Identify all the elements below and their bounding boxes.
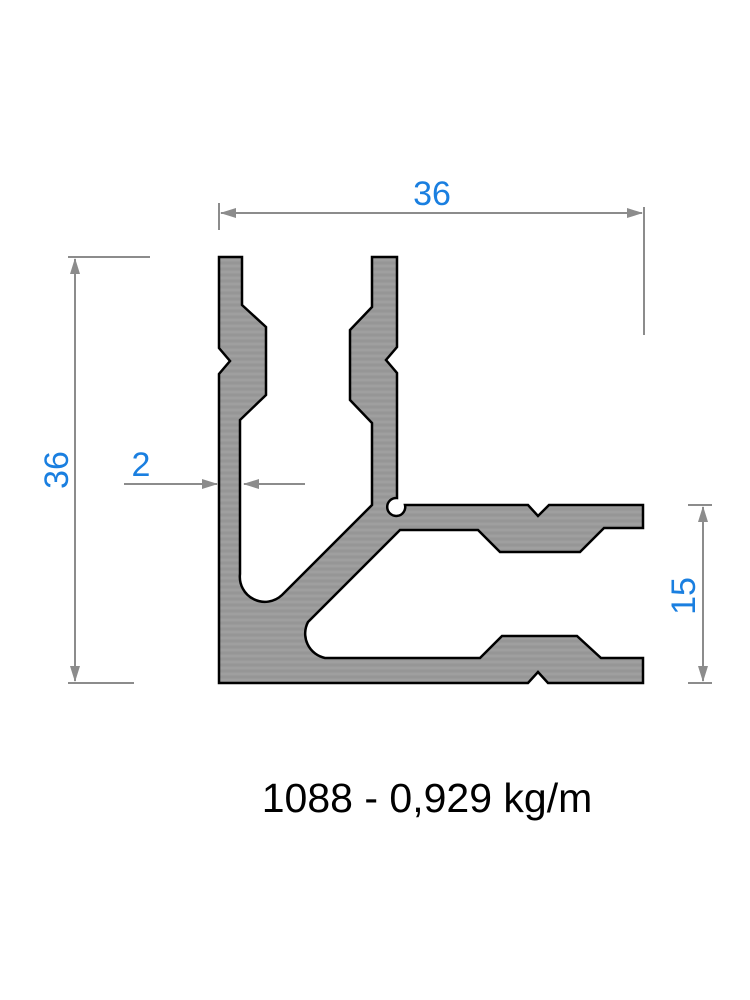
thickness-dimension-label: 2 xyxy=(132,446,151,484)
aluminium-profile-section xyxy=(217,255,645,685)
width-dimension-label: 36 xyxy=(413,175,451,213)
leg-dimension-label: 15 xyxy=(665,577,703,615)
height-dimension-label: 36 xyxy=(38,451,76,489)
profile-caption: 1088 - 0,929 kg/m xyxy=(262,775,592,821)
